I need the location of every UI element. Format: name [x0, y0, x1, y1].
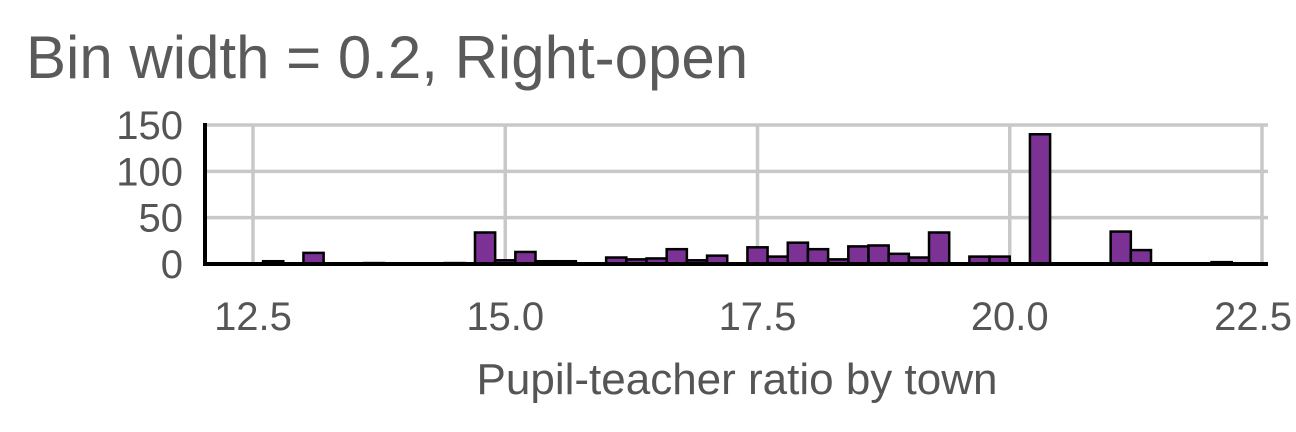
histogram-bar: [747, 247, 767, 264]
histogram-bar: [667, 249, 687, 264]
histogram-bar: [1030, 134, 1050, 264]
x-tick-label: 22.5: [1214, 295, 1292, 339]
grid-layer: [205, 125, 1268, 264]
x-tick-label: 15.0: [466, 295, 544, 339]
y-tick-label: 100: [116, 150, 183, 194]
x-axis-title: Pupil-teacher ratio by town: [477, 355, 998, 404]
histogram-bar: [808, 249, 828, 264]
histogram-bar: [1111, 232, 1131, 264]
histogram-bar: [868, 245, 888, 264]
y-tick-label: 50: [139, 197, 184, 241]
y-tick-label: 150: [116, 104, 183, 148]
x-tick-label: 12.5: [214, 295, 292, 339]
chart-title: Bin width = 0.2, Right-open: [26, 24, 748, 91]
y-tick-label: 0: [161, 243, 183, 287]
histogram-bar: [788, 243, 808, 264]
histogram-bar: [929, 232, 949, 264]
tick-label-layer: 050100150 12.5 15.0 17.5 20.0 22.5: [116, 104, 1292, 339]
x-tick-label: 20.0: [971, 295, 1049, 339]
bar-layer: [263, 134, 1232, 264]
histogram-bar: [1131, 250, 1151, 264]
axis-layer: [203, 123, 1268, 266]
histogram-bar: [475, 232, 495, 264]
histogram-bar: [848, 246, 868, 264]
x-tick-label: 17.5: [719, 295, 797, 339]
